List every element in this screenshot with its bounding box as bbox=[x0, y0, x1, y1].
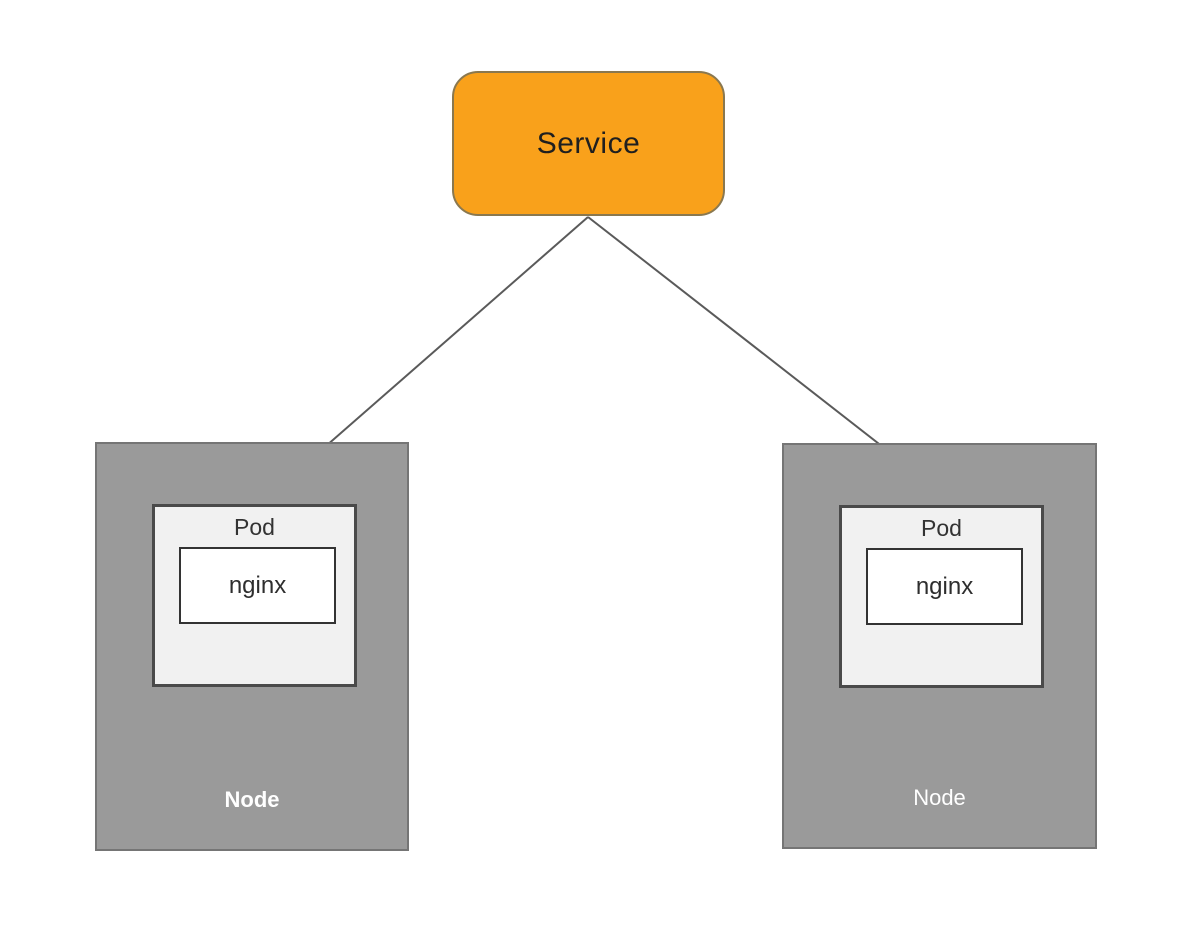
container-left-shape: nginx bbox=[179, 547, 336, 624]
service-label: Service bbox=[536, 126, 641, 160]
pod-right-shape: Pod nginx bbox=[839, 505, 1044, 688]
node-left-shape: Pod nginx Node bbox=[95, 442, 409, 851]
container-right-shape: nginx bbox=[866, 548, 1023, 625]
node-right-label: Node bbox=[913, 785, 966, 810]
container-left-label: nginx bbox=[228, 571, 287, 599]
pod-left-label: Pod bbox=[234, 514, 275, 540]
node-right-shape: Pod nginx Node bbox=[782, 443, 1097, 849]
node-left-label: Node bbox=[224, 787, 280, 812]
container-right-label: nginx bbox=[915, 572, 974, 600]
pod-right-label: Pod bbox=[921, 515, 962, 541]
service-shape: Service bbox=[452, 71, 725, 216]
pod-left-shape: Pod nginx bbox=[152, 504, 357, 687]
